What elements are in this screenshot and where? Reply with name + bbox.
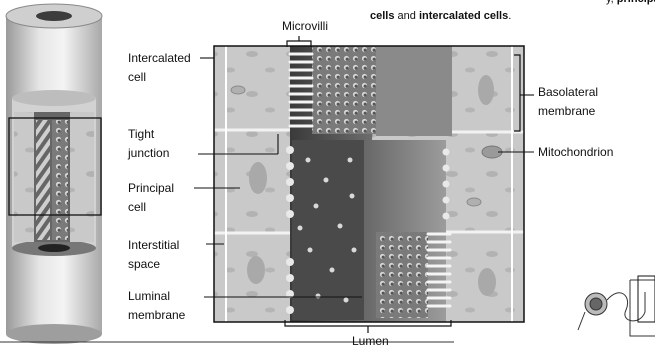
enlarged-panel [214,46,524,322]
duct-cylinder [6,4,102,344]
label-basolateral-membrane-line1: Basolateral [538,84,598,101]
label-microvilli: Microvilli [282,18,328,35]
label-interstitial-space-line2: space [128,256,160,273]
label-tight-junction-line2: junction [128,145,169,162]
label-mitochondrion: Mitochondrion [538,144,613,161]
label-intercalated-cell-line1: Intercalated [128,50,191,67]
label-basolateral-membrane-line2: membrane [538,103,595,120]
label-tight-junction-line1: Tight [128,126,154,143]
label-intercalated-cell-line2: cell [128,69,146,86]
label-interstitial-space-line1: Interstitial [128,237,179,254]
label-lumen: Lumen [352,333,389,350]
label-luminal-membrane-line2: membrane [128,307,185,324]
nephron-thumbnail [578,276,655,336]
label-principal-cell-line1: Principal [128,180,174,197]
label-luminal-membrane-line1: Luminal [128,288,170,305]
label-principal-cell-line2: cell [128,199,146,216]
